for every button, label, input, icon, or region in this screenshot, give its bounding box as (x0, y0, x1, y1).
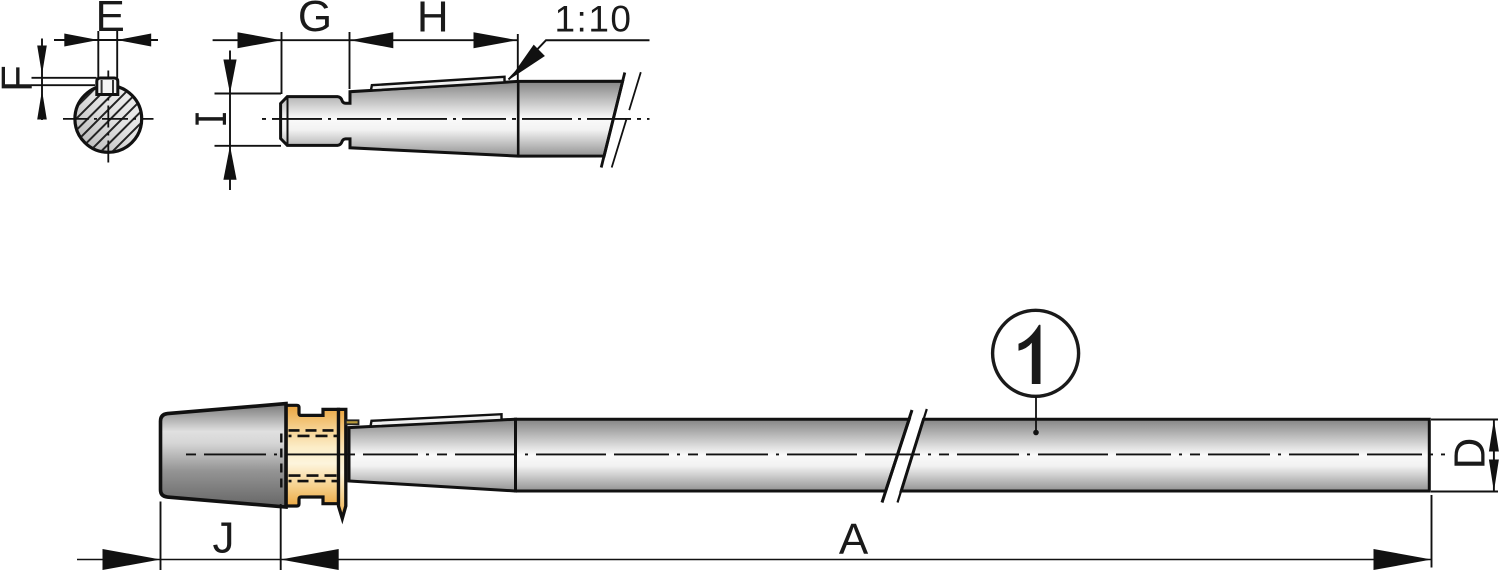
svg-text:G: G (298, 0, 332, 41)
svg-text:1:10: 1:10 (554, 0, 632, 40)
svg-text:E: E (96, 0, 125, 41)
svg-text:J: J (213, 514, 235, 563)
svg-text:D: D (1446, 438, 1495, 470)
svg-text:F: F (0, 65, 42, 92)
svg-text:H: H (417, 0, 449, 42)
svg-text:A: A (839, 515, 869, 564)
